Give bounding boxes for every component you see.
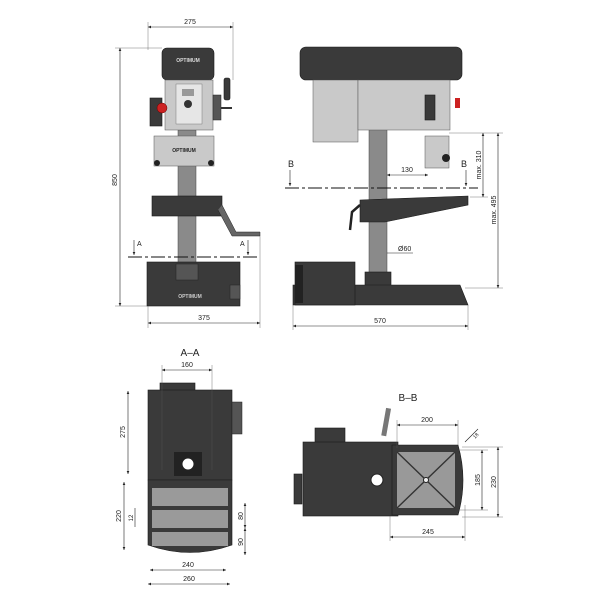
section-marker-b-right: B: [461, 159, 467, 169]
front-view: OPTIMUM OPTIMUM OPTIMUM 275 850 375 A A: [112, 19, 261, 328]
section-marker-b-left: B: [288, 159, 294, 169]
section-marker-a-right: A: [240, 241, 245, 248]
base-outline: [302, 441, 399, 517]
dim-570: 570: [374, 318, 386, 325]
dim-130: 130: [401, 167, 413, 174]
display: [182, 89, 194, 96]
dim-90: 90: [238, 538, 245, 546]
dim-12: 12: [129, 514, 135, 521]
dim-245: 245: [422, 529, 434, 536]
table-clamp-lever: [348, 204, 361, 231]
dim-275: 275: [184, 19, 196, 26]
dim-80: 80: [238, 512, 245, 520]
emergency-stop-icon: [156, 102, 168, 114]
quill: [424, 94, 436, 121]
emergency-stop-icon: [455, 98, 460, 108]
table-crank: [217, 204, 261, 237]
brand-logo-base: OPTIMUM: [178, 294, 202, 300]
dim-max-495: max. 495: [491, 195, 498, 224]
dim-200: 200: [421, 417, 433, 424]
clamp-lever: [381, 407, 392, 437]
dim-240: 240: [182, 562, 194, 569]
speed-knob: [184, 100, 192, 108]
side-view: 570 130 max. 310 max. 495 Ø60 B B: [285, 46, 503, 330]
belt-cover: [299, 46, 463, 81]
belt-cover: [161, 47, 215, 81]
dim-max-310: max. 310: [476, 150, 483, 179]
dim-slot: 18: [472, 432, 480, 440]
slot-plate: [152, 510, 228, 528]
work-table: [151, 195, 223, 217]
brand-logo-guard: OPTIMUM: [172, 148, 196, 154]
dim-220: 220: [116, 510, 123, 522]
dim-275-a: 275: [120, 426, 127, 438]
dim-260: 260: [183, 576, 195, 583]
dim-375: 375: [198, 315, 210, 322]
work-table: [359, 195, 469, 223]
brand-logo-top: OPTIMUM: [176, 58, 200, 64]
feed-handle: [223, 77, 231, 101]
slot-plate: [152, 532, 228, 546]
dim-160: 160: [181, 362, 193, 369]
section-b-title: B–B: [399, 393, 418, 404]
dim-185: 185: [475, 474, 482, 486]
head-housing: [357, 79, 451, 131]
chuck-guard: [424, 135, 450, 169]
dim-column-diameter: Ø60: [398, 246, 411, 253]
motor: [312, 79, 359, 143]
section-a-title: A–A: [181, 348, 200, 359]
slot-plate: [152, 488, 228, 506]
feed-hub: [212, 94, 222, 121]
section-a-a: A–A 160 275 220 12 80 90 240 260: [116, 348, 247, 586]
section-marker-a-left: A: [137, 241, 142, 248]
dim-850: 850: [112, 174, 119, 186]
quill-guard: [153, 135, 215, 167]
section-b-b: B–B 200 18 185 230 245: [293, 393, 503, 541]
base-box: [294, 261, 356, 306]
dim-230: 230: [491, 476, 498, 488]
